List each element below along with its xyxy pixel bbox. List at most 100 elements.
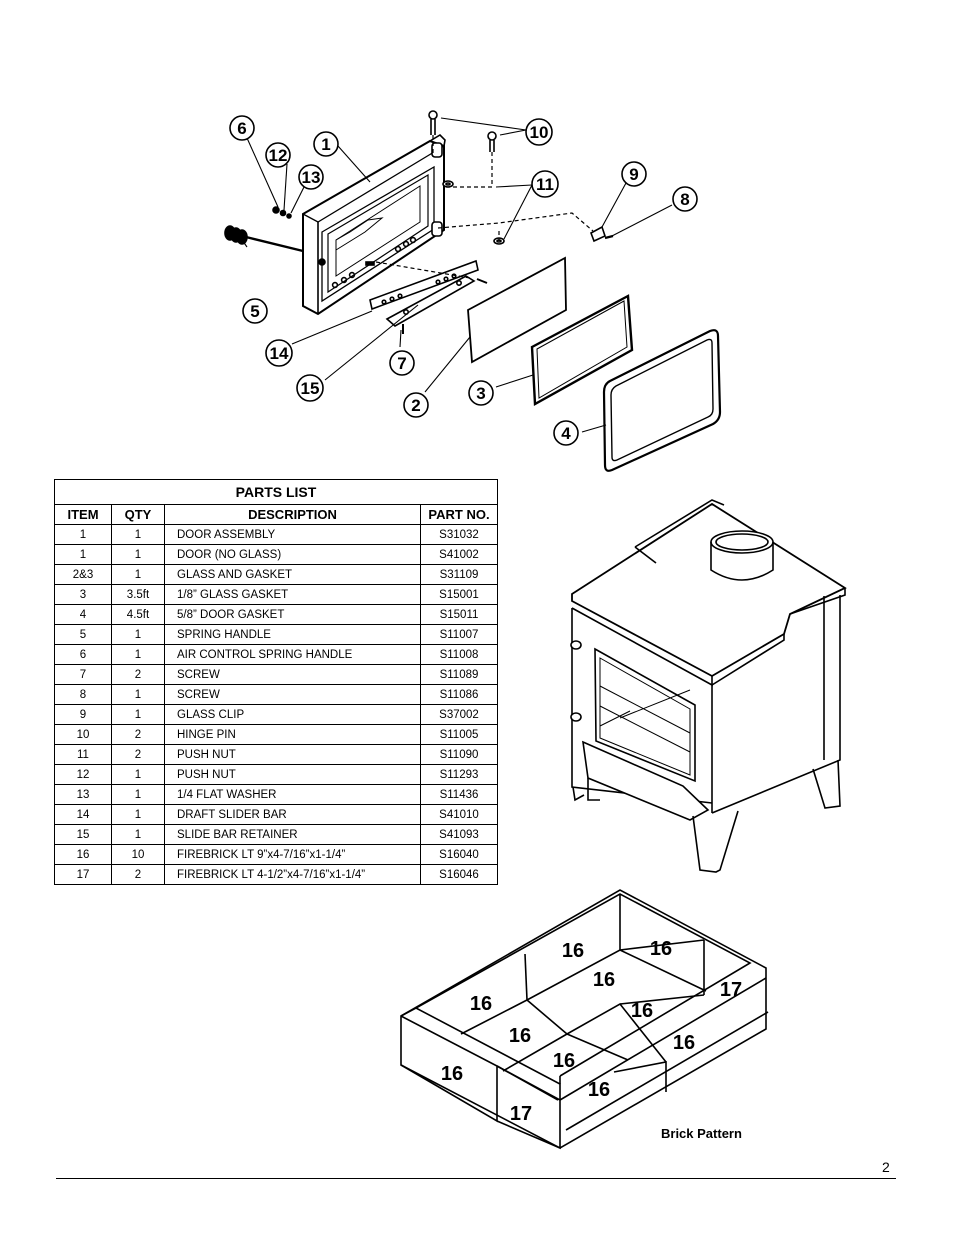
callout-14-label: 14: [270, 344, 289, 363]
header-item: ITEM: [54, 504, 112, 525]
spring-handle: [224, 206, 304, 253]
description-cell: 1/8” GLASS GASKET: [164, 584, 421, 605]
callout-7: [389, 350, 415, 376]
brick-label: 16: [553, 1050, 575, 1072]
item-cell: 7: [54, 664, 112, 685]
item-cell: 1: [54, 544, 112, 565]
callout-13: [298, 164, 324, 190]
item-cell: 2&3: [54, 564, 112, 585]
qty-cell: 2: [111, 744, 165, 765]
door-gasket: [602, 329, 722, 472]
brick-label: 17: [510, 1103, 532, 1125]
page-number: 2: [882, 1159, 890, 1175]
description-cell: 5/8” DOOR GASKET: [164, 604, 421, 625]
callout-12-label: 12: [269, 146, 288, 165]
description-cell: GLASS AND GASKET: [164, 564, 421, 585]
item-cell: 11: [54, 744, 112, 765]
description-cell: SPRING HANDLE: [164, 624, 421, 645]
item-cell: 10: [54, 724, 112, 745]
brick-label: 16: [441, 1063, 463, 1085]
callout-15-label: 15: [301, 379, 320, 398]
description-cell: DRAFT SLIDER BAR: [164, 804, 421, 825]
qty-cell: 1: [111, 704, 165, 725]
part-no-cell: S11090: [420, 744, 498, 765]
part-no-cell: S41093: [420, 824, 498, 845]
callout-3-label: 3: [476, 384, 485, 403]
part-no-cell: S15001: [420, 584, 498, 605]
item-cell: 15: [54, 824, 112, 845]
stove-illustration: [570, 499, 847, 873]
callout-9-label: 9: [629, 165, 638, 184]
qty-cell: 1: [111, 524, 165, 545]
description-cell: HINGE PIN: [164, 724, 421, 745]
part-no-cell: S15011: [420, 604, 498, 625]
brick-pattern: [400, 889, 769, 1150]
qty-cell: 1: [111, 804, 165, 825]
brick-label: 16: [588, 1079, 610, 1101]
part-no-cell: S41002: [420, 544, 498, 565]
item-cell: 12: [54, 764, 112, 785]
draft-slider-bar: [369, 259, 488, 334]
description-cell: FIREBRICK LT 4-1/2”x4-7/16”x1-1/4”: [164, 864, 421, 885]
qty-cell: 3.5ft: [111, 584, 165, 605]
parts-list-table: PARTS LIST ITEM QTY DESCRIPTION PART NO.…: [54, 479, 498, 885]
callout-6: [229, 115, 255, 141]
qty-cell: 2: [111, 864, 165, 885]
brick-label: 16: [470, 993, 492, 1015]
callout-13-label: 13: [302, 168, 321, 187]
item-cell: 16: [54, 844, 112, 865]
brick-label: 16: [631, 1000, 653, 1022]
callout-15: [296, 374, 324, 402]
callout-5: [242, 298, 268, 324]
part-no-cell: S31032: [420, 524, 498, 545]
description-cell: GLASS CLIP: [164, 704, 421, 725]
part-no-cell: S11089: [420, 664, 498, 685]
part-no-cell: S11436: [420, 784, 498, 805]
callout-7-label: 7: [397, 354, 406, 373]
item-cell: 4: [54, 604, 112, 625]
part-no-cell: S16040: [420, 844, 498, 865]
qty-cell: 1: [111, 624, 165, 645]
callout-8-label: 8: [680, 190, 689, 209]
brick-label: 17: [720, 979, 742, 1001]
glass-gasket: [530, 294, 634, 406]
header-qty: QTY: [111, 504, 165, 525]
item-cell: 14: [54, 804, 112, 825]
description-cell: PUSH NUT: [164, 744, 421, 765]
header-part-no: PART NO.: [420, 504, 498, 525]
qty-cell: 1: [111, 684, 165, 705]
part-no-cell: S11086: [420, 684, 498, 705]
qty-cell: 10: [111, 844, 165, 865]
callout-2: [403, 392, 429, 418]
callout-1: [313, 131, 339, 157]
callout-6-label: 6: [237, 119, 246, 138]
part-no-cell: S11007: [420, 624, 498, 645]
part-no-cell: S31109: [420, 564, 498, 585]
qty-cell: 1: [111, 784, 165, 805]
description-cell: DOOR (NO GLASS): [164, 544, 421, 565]
glass-panel: [467, 256, 567, 364]
part-no-cell: S16046: [420, 864, 498, 885]
callout-4: [553, 420, 579, 446]
description-cell: SCREW: [164, 684, 421, 705]
header-description: DESCRIPTION: [164, 504, 421, 525]
brick-label: 16: [509, 1025, 531, 1047]
footer-rule: [56, 1178, 896, 1179]
item-cell: 8: [54, 684, 112, 705]
callout-2-label: 2: [411, 396, 420, 415]
qty-cell: 4.5ft: [111, 604, 165, 625]
item-cell: 6: [54, 644, 112, 665]
brick-label: 16: [593, 969, 615, 991]
brick-label: 16: [650, 938, 672, 960]
